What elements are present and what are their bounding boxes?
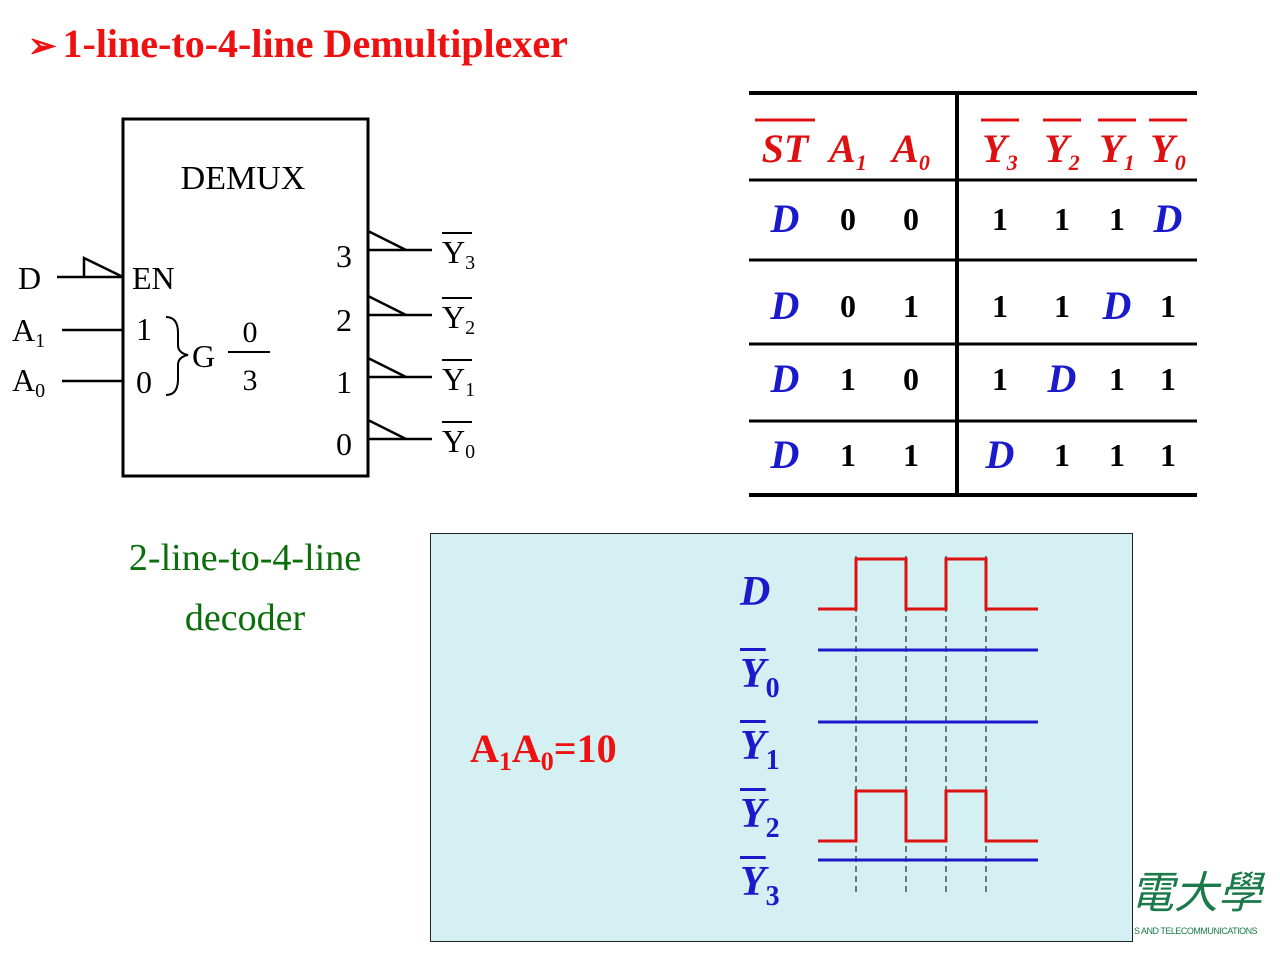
pin-1-label: 1 xyxy=(136,311,152,347)
output-3: 3 Y3 xyxy=(336,229,475,274)
table-cell: 1 xyxy=(1160,361,1176,397)
logo-chinese-text: 電大學 xyxy=(1130,869,1266,918)
output-pin-1-label: 1 xyxy=(336,364,352,400)
table-cell: 1 xyxy=(840,437,856,473)
table-cell: D xyxy=(770,432,800,477)
decoder-label: 2-line-to-4-line decoder xyxy=(80,528,410,648)
table-cell: 1 xyxy=(1054,201,1070,237)
table-cell: 1 xyxy=(1109,437,1125,473)
signal-label-y3: Y3 xyxy=(740,859,780,912)
table-cell: 1 xyxy=(1109,201,1125,237)
signal-label-d: D xyxy=(740,569,771,615)
waveform-trace-y2 xyxy=(818,789,1038,843)
svg-text:Y1: Y1 xyxy=(1099,126,1134,175)
signal-label-y1: Y1 xyxy=(740,723,780,776)
active-low-indicator xyxy=(367,294,407,317)
output-pin-0-label: 0 xyxy=(336,426,352,462)
svg-text:ST: ST xyxy=(762,126,810,171)
table-cell: 1 xyxy=(903,288,919,324)
svg-text:A0: A0 xyxy=(889,126,930,175)
output-y3-label: Y3 xyxy=(442,234,475,274)
table-cell: 0 xyxy=(903,201,919,237)
decoder-label-line2: decoder xyxy=(184,597,306,639)
input-a0-label: A0 xyxy=(12,362,45,402)
waveform-traces xyxy=(818,556,1038,895)
signal-label-y2: Y2 xyxy=(740,791,780,844)
table-cell: 1 xyxy=(1054,437,1070,473)
table-header-cell: Y2 xyxy=(1043,118,1081,175)
address-label: A1A0=10 xyxy=(470,726,617,776)
table-cell: 0 xyxy=(840,288,856,324)
university-logo: 電大學 xyxy=(1130,869,1266,918)
output-pin-3-label: 3 xyxy=(336,238,352,274)
output-y1-label: Y1 xyxy=(442,361,475,401)
input-a1-label: A1 xyxy=(12,312,45,352)
logo-english-text: S AND TELECOMMUNICATIONS xyxy=(1134,926,1258,936)
table-cell: 0 xyxy=(840,201,856,237)
pin-0-label: 0 xyxy=(136,364,152,400)
enable-indicator xyxy=(82,256,124,279)
table-header-cell: A0 xyxy=(889,126,930,175)
table-cell: 0 xyxy=(903,361,919,397)
active-low-indicator xyxy=(367,356,407,379)
active-low-indicator xyxy=(367,229,407,252)
svg-text:Y3: Y3 xyxy=(982,126,1017,175)
output-pin-2-label: 2 xyxy=(336,302,352,338)
bullet-arrow-icon: ➢ xyxy=(28,28,57,65)
table-cell: D xyxy=(1102,283,1132,328)
table-cell: D xyxy=(770,196,800,241)
demux-symbol: DEMUX D EN A1 1 A0 0 G 0 3 3 Y3 2 Y2 1 Y… xyxy=(12,117,475,478)
group-label: G xyxy=(192,338,215,374)
svg-text:Y0: Y0 xyxy=(1150,126,1185,175)
pin-en-label: EN xyxy=(132,260,175,296)
group-fraction-bottom: 3 xyxy=(243,364,258,397)
table-header-cell: A1 xyxy=(826,126,867,175)
table-cell: 1 xyxy=(840,361,856,397)
table-cell: 1 xyxy=(903,437,919,473)
table-cell: D xyxy=(1047,356,1077,401)
waveform-panel xyxy=(430,533,1133,942)
table-cell: D xyxy=(770,283,800,328)
output-0: 0 Y0 xyxy=(336,418,475,463)
active-low-indicator xyxy=(367,418,407,441)
table-cell: D xyxy=(985,432,1015,477)
group-fraction-top: 0 xyxy=(243,316,258,349)
table-cell: 1 xyxy=(1054,288,1070,324)
output-2: 2 Y2 xyxy=(336,294,475,339)
signal-label-y0: Y0 xyxy=(740,651,780,704)
group-brace xyxy=(165,316,189,396)
table-header-cell: ST xyxy=(755,118,815,171)
waveform-trace-d xyxy=(818,557,1038,611)
table-header-cell: Y0 xyxy=(1149,118,1187,175)
decoder-label-line1: 2-line-to-4-line xyxy=(128,537,362,579)
svg-text:A1: A1 xyxy=(826,126,867,175)
slide-title: ➢1-line-to-4-line Demultiplexer xyxy=(28,20,568,67)
table-cell: 1 xyxy=(1109,361,1125,397)
title-text: 1-line-to-4-line Demultiplexer xyxy=(62,21,568,66)
demux-block-name: DEMUX xyxy=(181,160,306,197)
table-cell: 1 xyxy=(1160,288,1176,324)
table-cell: D xyxy=(1153,196,1183,241)
table-cell: 1 xyxy=(992,288,1008,324)
svg-text:Y2: Y2 xyxy=(1044,126,1079,175)
output-y2-label: Y2 xyxy=(442,299,475,339)
demux-block xyxy=(121,117,370,478)
table-header-cell: Y3 xyxy=(981,118,1019,175)
output-1: 1 Y1 xyxy=(336,356,475,401)
table-cell: D xyxy=(770,356,800,401)
table-cell: 1 xyxy=(992,201,1008,237)
table-header-cell: Y1 xyxy=(1098,118,1136,175)
table-cell: 1 xyxy=(1160,437,1176,473)
table-cell: 1 xyxy=(992,361,1008,397)
input-d-label: D xyxy=(18,260,41,296)
output-y0-label: Y0 xyxy=(442,423,475,463)
